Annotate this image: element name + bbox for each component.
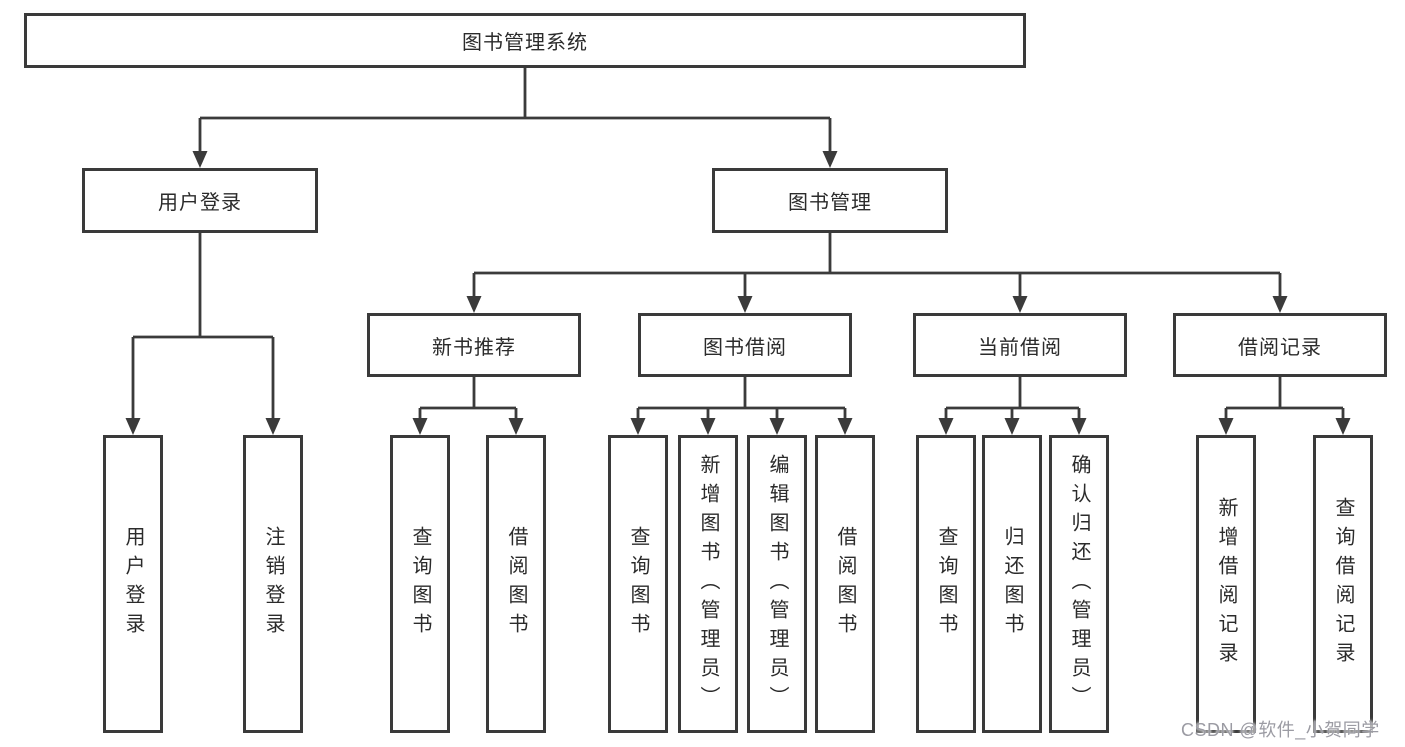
leaf-add-borrow-record: 新增借阅记录 xyxy=(1196,435,1256,733)
leaf-logout: 注销登录 xyxy=(243,435,303,733)
node-new-book-recommendation: 新书推荐 xyxy=(367,313,581,377)
node-library-management-system: 图书管理系统 xyxy=(24,13,1026,68)
leaf-borrow-book: 借阅图书 xyxy=(815,435,875,733)
leaf-current-query-book: 查询图书 xyxy=(916,435,976,733)
leaf-user-login: 用户登录 xyxy=(103,435,163,733)
csdn-watermark: CSDN @软件_小贺同学 xyxy=(1181,720,1380,740)
leaf-recommend-query-book: 查询图书 xyxy=(390,435,450,733)
node-user-login: 用户登录 xyxy=(82,168,318,233)
leaf-confirm-return-admin: 确认归还（管理员） xyxy=(1049,435,1109,733)
leaf-borrow-query-book: 查询图书 xyxy=(608,435,668,733)
leaf-query-borrow-record: 查询借阅记录 xyxy=(1313,435,1373,733)
leaf-edit-book-admin: 编辑图书（管理员） xyxy=(747,435,807,733)
leaf-recommend-borrow-book: 借阅图书 xyxy=(486,435,546,733)
leaf-return-book: 归还图书 xyxy=(982,435,1042,733)
node-book-management: 图书管理 xyxy=(712,168,948,233)
node-borrowing-records: 借阅记录 xyxy=(1173,313,1387,377)
node-book-borrowing: 图书借阅 xyxy=(638,313,852,377)
leaf-add-book-admin: 新增图书（管理员） xyxy=(678,435,738,733)
node-current-borrowing: 当前借阅 xyxy=(913,313,1127,377)
